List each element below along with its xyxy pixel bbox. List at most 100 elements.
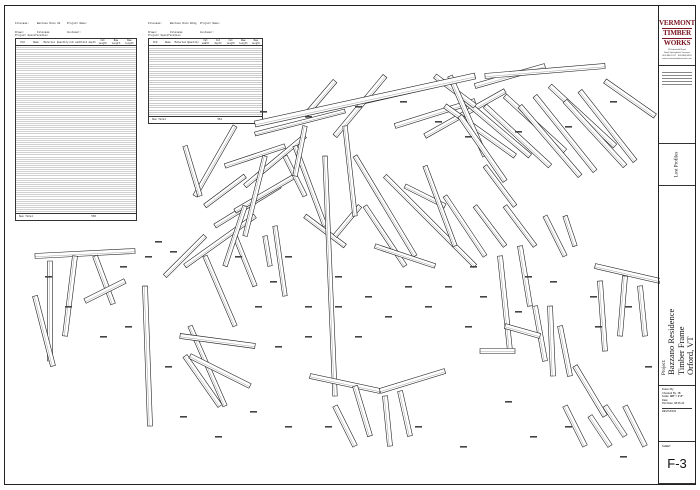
piece-label [305, 306, 312, 308]
member-edge [474, 206, 505, 247]
timber-member [62, 255, 78, 337]
timber-member [557, 325, 573, 377]
piece-label [125, 326, 132, 328]
column-header: Cut depth [214, 39, 222, 45]
timber-member [34, 248, 136, 259]
member-edge [364, 206, 405, 267]
piece-label [335, 276, 342, 278]
logo-word: TIMBER [663, 28, 691, 37]
piece-label [170, 251, 177, 253]
timber-member [577, 89, 638, 163]
timber-member [502, 204, 538, 248]
column-header: Quantity [187, 40, 199, 44]
column-header: Pc# [20, 40, 25, 44]
piece-label [590, 296, 597, 298]
piece-label [145, 256, 152, 258]
member-edge [519, 246, 530, 307]
timber-member [242, 155, 268, 237]
table-footer: Sum Total 565 [16, 213, 136, 220]
timber-member [378, 368, 447, 394]
member-edge [225, 146, 286, 167]
member-edge [484, 106, 550, 167]
timber-member [597, 280, 608, 352]
timber-member [373, 243, 437, 269]
scale-label: Scale: [662, 395, 670, 399]
member-edge [234, 236, 255, 287]
timber-member [562, 214, 578, 248]
piece-label [285, 256, 292, 258]
member-edge [559, 326, 570, 377]
member-edge [594, 266, 660, 282]
timber-member [484, 63, 606, 79]
column-header: Name [164, 40, 171, 44]
cut-list-table-right: Pc# Name Material Quantity Cut width Cut… [148, 38, 263, 124]
member-edge [284, 156, 305, 197]
piece-label [250, 411, 257, 413]
member-edge [384, 176, 475, 267]
layer-label-cell: Lost Profiles [659, 144, 695, 186]
timber-member [182, 144, 203, 198]
member-edge [165, 236, 206, 277]
member-edge [564, 406, 585, 447]
timber-member [422, 164, 458, 248]
member-edge [484, 166, 515, 207]
table-right-caption: Project Specification [148, 34, 181, 37]
piece-label [255, 306, 262, 308]
member-edge [444, 106, 515, 157]
left-header-label: Drawn: [15, 31, 25, 35]
logo-word: WORKS [663, 38, 691, 47]
timber-member [254, 108, 346, 137]
piece-label [180, 416, 187, 418]
member-edge [624, 406, 645, 447]
address-line: 36 Industrial Road [668, 48, 686, 51]
piece-label [100, 336, 107, 338]
member-edge [274, 226, 285, 297]
piece-label [270, 281, 277, 283]
member-edge [485, 66, 606, 77]
timber-member [222, 204, 248, 268]
table-header-row: Pc# Name Material Quantity Cut width Cut… [149, 39, 262, 46]
member-edge [534, 96, 595, 172]
piece-label [45, 276, 52, 278]
piece-label [120, 266, 127, 268]
timber-member [272, 225, 288, 297]
piece-label [65, 306, 72, 308]
piece-label [530, 436, 537, 438]
piece-label [335, 306, 342, 308]
timber-member [482, 164, 518, 208]
right-header-field: Project Name: [200, 22, 221, 26]
piece-label [470, 266, 477, 268]
timber-member [594, 263, 660, 284]
left-header-field: Customer: [67, 31, 82, 35]
piece-label [610, 101, 617, 103]
exploded-frame-drawing: Filename: Drawn: Date: Date: Bazzano Rnc… [5, 6, 660, 484]
project-cell: Project: Bazzano Residence Timber Frame … [659, 186, 695, 386]
footer-label: Sum Total [152, 118, 167, 121]
piece-label [215, 436, 222, 438]
piece-label [515, 311, 522, 313]
column-header: Raw length [251, 39, 261, 45]
member-edge [464, 101, 530, 157]
piece-label [365, 296, 372, 298]
column-header: Pc# [153, 40, 158, 44]
left-header-value: Filename [37, 31, 50, 35]
sheet-number-cell: SHEET F-3 [659, 442, 695, 484]
member-edge [34, 296, 53, 367]
member-edge [235, 176, 296, 212]
piece-label [415, 426, 422, 428]
member-edge [589, 416, 610, 447]
timber-frame-exploded-view [32, 63, 660, 458]
piece-label [155, 241, 162, 243]
member-edge [604, 406, 625, 437]
table-header-row: Pc# Name Material Quantity Cut width Cut… [16, 39, 136, 46]
column-header: Raw length [111, 39, 121, 45]
timber-member [572, 364, 608, 418]
timber-member [479, 348, 516, 354]
date-label: Date: [662, 398, 669, 402]
timber-member [162, 233, 208, 279]
member-edge [85, 281, 126, 302]
column-header: Material [174, 40, 187, 44]
timber-member [352, 384, 373, 438]
timber-member [202, 254, 238, 328]
address-line: North Springfield, Vermont [664, 51, 690, 54]
